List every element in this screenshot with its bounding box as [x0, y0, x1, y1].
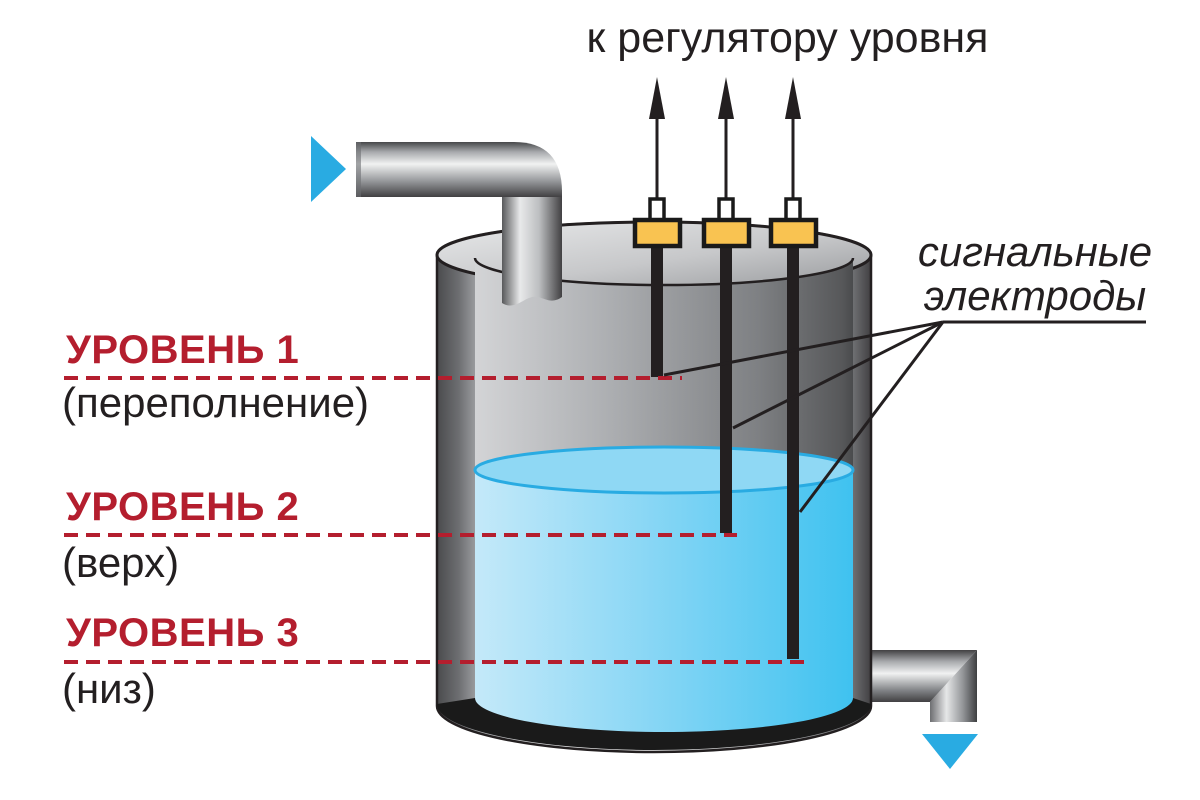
level-2-description: (верх) [62, 539, 180, 586]
terminal-stub [717, 197, 735, 223]
inlet-flow-arrow-icon [311, 136, 346, 202]
electrode-1 [632, 77, 683, 377]
terminal-cap [768, 217, 819, 249]
water-surface [473, 445, 855, 495]
terminal-stub [648, 197, 666, 223]
pointer-to-electrode-1 [663, 320, 944, 377]
terminal-cap [701, 217, 752, 249]
pointer-to-electrode-3 [798, 321, 945, 513]
water-body [475, 470, 853, 734]
level-3-name: УРОВЕНЬ 3 [66, 611, 300, 655]
outlet-pipe-vertical [930, 650, 977, 722]
level-2-name: УРОВЕНЬ 2 [66, 485, 300, 529]
electrode-2 [701, 77, 752, 533]
to-regulator-label: к регулятору уровня [586, 14, 989, 62]
outlet-flow-arrow-icon [922, 734, 978, 769]
electrode-3 [768, 77, 819, 659]
terminal-cap [632, 217, 683, 249]
electrode-callout-pointers [663, 320, 1146, 513]
inlet-pipe-end-edge [356, 142, 361, 197]
signal-electrodes-line1: сигнальные [917, 228, 1153, 275]
outlet-pipe [853, 650, 977, 722]
inlet-pipe-horizontal [356, 142, 562, 197]
signal-electrodes-line2: электроды [923, 272, 1147, 320]
pointer-to-electrode-2 [732, 320, 944, 430]
level-3-description: (низ) [62, 665, 156, 712]
up-arrow-icon [649, 77, 665, 119]
signal-electrodes-label: сигнальные электроды [905, 228, 1165, 320]
electrode-rod [720, 244, 732, 533]
tank-rim-inner-edge [473, 257, 855, 287]
tank-bottom [437, 698, 871, 750]
up-arrow-icon [718, 77, 734, 119]
outlet-pipe-horizontal [853, 650, 977, 702]
level-1-name: УРОВЕНЬ 1 [66, 328, 300, 372]
level-1-description: (переполнение) [62, 379, 370, 426]
up-arrow-icon [785, 77, 801, 119]
electrode-rod [651, 244, 663, 377]
inlet-pipe [356, 142, 562, 306]
terminal-stub [784, 197, 802, 223]
inlet-pipe-vertical [502, 190, 562, 306]
electrode-rod [787, 244, 799, 659]
tank-interior [475, 258, 853, 470]
